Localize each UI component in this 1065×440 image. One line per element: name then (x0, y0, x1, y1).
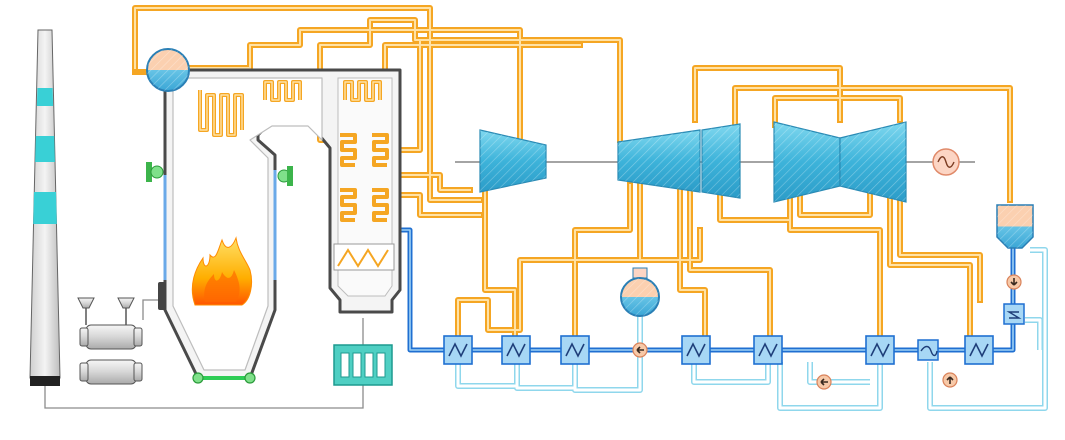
heat-exchanger-icon (560, 335, 590, 365)
pump-icon (816, 374, 832, 390)
heat-exchanger-icon (753, 335, 783, 365)
turbine-icon (479, 129, 547, 193)
heat-exchanger-icon (917, 339, 939, 361)
deaerator-icon (620, 267, 660, 317)
heat-exchanger-icon (1003, 303, 1025, 325)
turbine-icon (617, 123, 741, 199)
boiler-icon (158, 68, 402, 384)
heat-exchanger-icon (964, 335, 994, 365)
light-water-lines (455, 247, 1048, 411)
burner-valve-right (277, 166, 293, 186)
flame-icon (191, 236, 253, 306)
electrostatic-precipitator-icon (333, 344, 393, 386)
feedwater-heaters (443, 335, 994, 365)
heat-exchanger-icon (443, 335, 473, 365)
burner-valve-left (146, 162, 164, 182)
turbine-icon (773, 121, 907, 203)
pump-icon (632, 342, 648, 358)
coal-mill-icon (77, 297, 143, 385)
mill-duct (142, 299, 160, 320)
condenser-icon (996, 204, 1034, 249)
generator-icon (932, 148, 960, 176)
steam-drum-icon (146, 48, 190, 92)
pump-icon (1006, 274, 1022, 290)
pumps (632, 274, 1022, 390)
heat-exchanger-icon (681, 335, 711, 365)
heat-exchanger-icon (501, 335, 531, 365)
pump-icon (942, 372, 958, 388)
steam-pipes (132, 5, 1013, 343)
heat-exchanger-icon (865, 335, 895, 365)
chimney-icon (29, 29, 61, 386)
